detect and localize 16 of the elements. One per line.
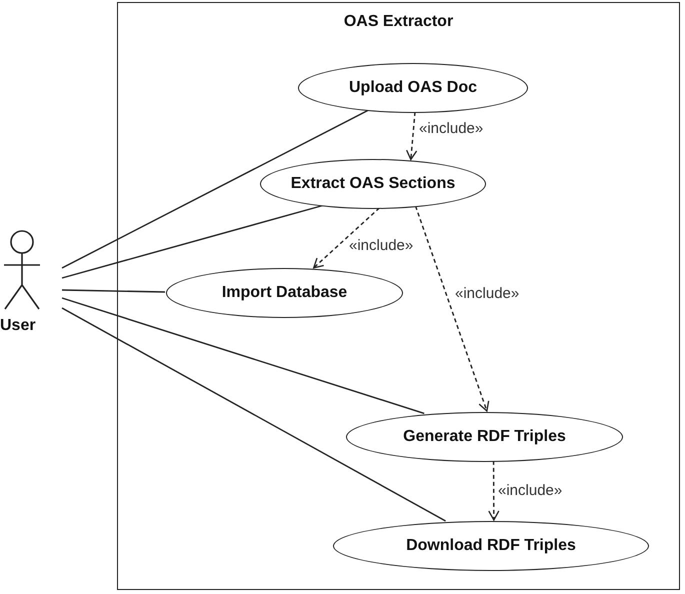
use-case-ellipse: Import Database: [166, 268, 403, 318]
association-line: [62, 204, 323, 279]
boundary-title: OAS Extractor: [342, 13, 454, 31]
system-boundary: [117, 2, 680, 590]
use-case-ellipse: Extract OAS Sections: [260, 159, 486, 209]
association-line: [62, 307, 446, 522]
include-arrow: [406, 112, 418, 160]
use-case-ellipse: Generate RDF Triples: [346, 412, 623, 462]
actor-label: User: [0, 317, 36, 335]
use-case-ellipse: Download RDF Triples: [333, 521, 649, 571]
include-arrow: [313, 207, 380, 268]
include-arrow: [488, 460, 500, 521]
association-line: [62, 297, 424, 414]
use-case-ellipse: Upload OAS Doc: [298, 63, 528, 113]
association-line: [62, 289, 166, 293]
association-line: [62, 110, 369, 269]
